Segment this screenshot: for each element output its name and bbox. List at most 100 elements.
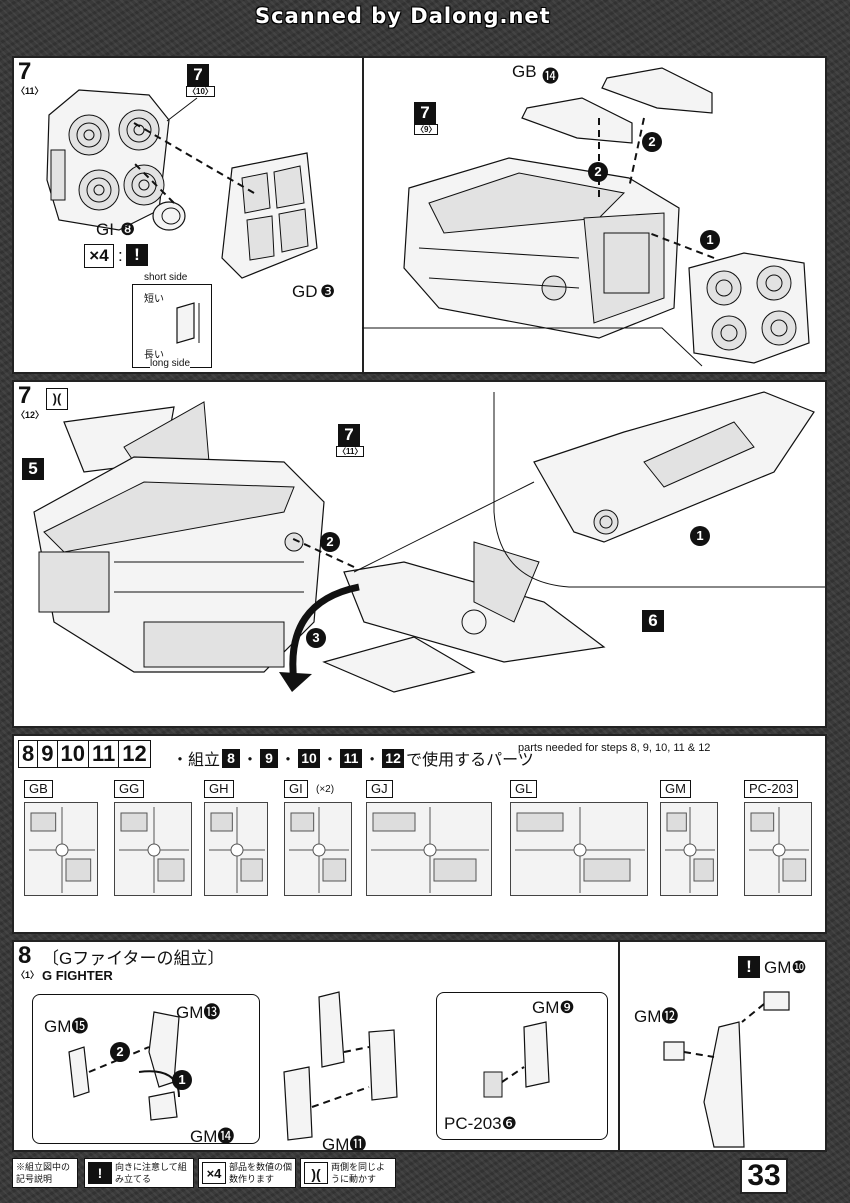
fighter-part-illustration: [322, 541, 606, 693]
right-parts-illustration: [663, 991, 790, 1148]
thruster-block-illustration: [46, 89, 170, 231]
step-sub-number: 〈12〉: [16, 410, 45, 420]
runner-name-gl: GL: [510, 780, 538, 798]
step-number: 7: [18, 382, 31, 409]
pointer-line: [166, 97, 198, 122]
step-number: 8: [18, 942, 31, 969]
detail-callout-line: [362, 327, 703, 367]
gi-number: ❽: [120, 220, 136, 239]
step-number: 7: [18, 58, 31, 85]
step-8-panel: 8 〈1〉 〔Gファイターの組立〕 G FIGHTER GM⓯ GM⓭ GM⓮ …: [12, 940, 827, 1152]
arrow-step-2b: 2: [642, 132, 662, 152]
legend-item: !向きに注意して組み立てる: [84, 1158, 194, 1188]
ref-step-sub: 〈10〉: [186, 86, 215, 97]
both-sides-icon: )(: [304, 1162, 328, 1184]
curved-arrow: [279, 583, 360, 692]
jp-step-10: 10: [298, 748, 321, 768]
assembled-body-illustration: [33, 401, 325, 673]
colon: :: [118, 246, 123, 265]
runner-name-gh: GH: [204, 780, 234, 798]
jp-step-8: 8: [222, 748, 241, 768]
runner-diagram: [284, 802, 352, 896]
ref-step-6-badge: 6: [642, 610, 664, 632]
short-side-jp: 短い: [144, 294, 164, 305]
step-9: 9: [38, 741, 58, 767]
runner-name-pc-203: PC-203: [744, 780, 799, 798]
step-sub-number: 〈11〉: [16, 86, 44, 96]
thruster-block-right: [688, 252, 810, 364]
steps-8-12-box: 8 9 10 11 12: [18, 740, 151, 768]
runner-name-gi: GI: [284, 780, 308, 798]
detail-view-illustration: [533, 391, 815, 543]
dash-arrows-down: [598, 117, 645, 198]
page-number: 33: [740, 1158, 788, 1194]
arrow-step-1: 1: [700, 230, 720, 250]
middle-detail-illustration: [483, 1021, 550, 1098]
gm9-label: GM❾: [532, 998, 575, 1017]
x4-text: ×4: [89, 246, 109, 265]
parts-jp-title: ・組立 8・ 9・ 10・ 11・ 12 で使用するパーツ: [172, 746, 534, 770]
step-8-en-title: G FIGHTER: [42, 968, 113, 983]
step-8: 8: [19, 741, 39, 767]
parts-panel: 8 9 10 11 12 ・組立 8・ 9・ 10・ 11・ 12 で使用するパ…: [12, 734, 827, 934]
step-sub-number: 〈1〉: [16, 970, 40, 980]
legend-title-box: ※組立図中の記号説明: [12, 1158, 78, 1188]
ref-step-badge-2: 7: [414, 102, 436, 124]
caution-icon: !: [88, 1162, 112, 1184]
caution-icon: !: [126, 244, 148, 266]
runner-name-gb: GB: [24, 780, 53, 798]
middle-parts-illustration: [283, 991, 398, 1141]
ref-step-5-badge: 5: [22, 458, 44, 480]
runner-note: (×2): [316, 784, 335, 795]
jp-title-suffix: で使用するパーツ: [406, 752, 534, 769]
main-body-illustration: [403, 157, 680, 339]
gb-label: GB: [512, 62, 537, 81]
gi-label: GI: [96, 220, 114, 239]
runner-diagram: [744, 802, 812, 896]
parts-en-title: parts needed for steps 8, 9, 10, 11 & 12: [518, 742, 711, 754]
runner-diagram: [114, 802, 192, 896]
ref-step-7-badge: 7: [338, 424, 360, 446]
ref-step-badge: 7: [187, 64, 209, 86]
gd-number: ❸: [320, 282, 336, 301]
runner-name-gj: GJ: [366, 780, 393, 798]
both-sides-icon: )(: [46, 388, 68, 410]
step-7-12-panel: 7 〈12〉 )( 5 7 〈11〉 2 3 6 1: [12, 380, 827, 728]
ref-step-7-sub: 〈11〉: [336, 446, 365, 457]
gm11-label: GM⓫: [322, 1135, 367, 1152]
gm15-label: GM⓯: [44, 1017, 89, 1036]
arrow-step-1: 1: [690, 526, 710, 546]
ref-step-sub-2: 〈9〉: [414, 124, 439, 135]
callout-line: [353, 481, 535, 573]
dash-arrow-frame: [133, 122, 255, 194]
arrow-step-2a: 2: [588, 162, 608, 182]
step-7-11-panel: 7 〈11〉 7 〈10〉 GI ❽ ×4 : ! short side 短い …: [12, 56, 827, 374]
runner-name-gg: GG: [114, 780, 145, 798]
x4-icon: ×4: [84, 244, 114, 268]
step-10: 10: [58, 741, 89, 767]
jp-step-9: 9: [260, 748, 279, 768]
dash-arrow-nozzle: [133, 162, 175, 204]
frame-part-gd: [221, 152, 318, 279]
nozzle-part-gi: [152, 201, 186, 231]
jp-step-11: 11: [340, 748, 363, 768]
long-side-jp: 長い: [144, 350, 164, 361]
runner-diagram: [204, 802, 268, 896]
runner-diagram: [366, 802, 492, 896]
long-side-en: long side: [150, 358, 191, 369]
gb-number: ⓮: [542, 67, 559, 86]
steps-badges: 8 9 10 11 12: [18, 740, 151, 768]
arrow-step-1: 1: [172, 1070, 192, 1090]
gd-label: GD: [292, 282, 318, 301]
arrow-step-3: 3: [306, 628, 326, 648]
legend-text: 両側を同じように動かす: [331, 1162, 386, 1184]
detail-box-left: [32, 994, 260, 1144]
subpanel-divider: [362, 58, 364, 372]
gb-plates: [521, 67, 713, 144]
runner-diagram: [510, 802, 648, 896]
jp-title-prefix: ・組立: [172, 752, 221, 769]
arrow-step-2: 2: [110, 1042, 130, 1062]
legend-title: ※組立図中の記号説明: [16, 1162, 71, 1184]
detail-view-outline: [493, 392, 825, 588]
